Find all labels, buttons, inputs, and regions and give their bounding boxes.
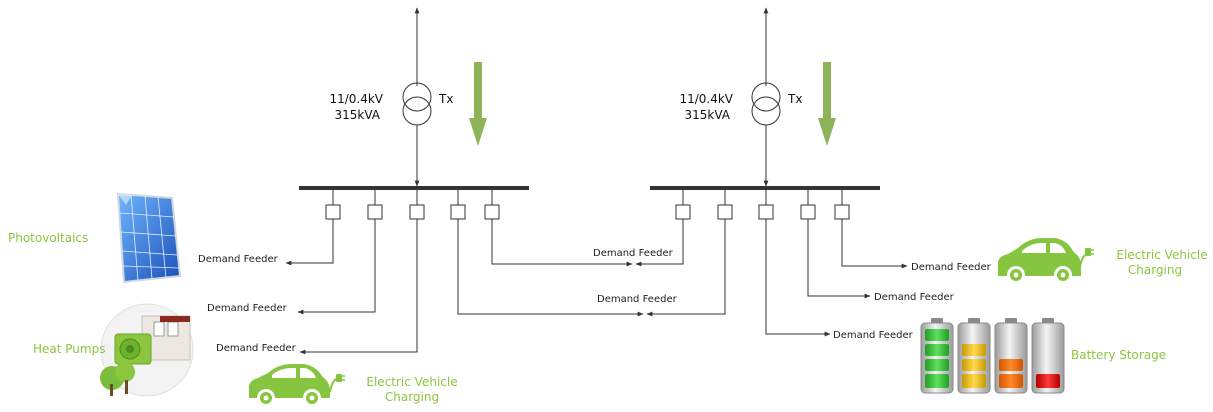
- ev-right-label-line1: Electric Vehicle: [1116, 248, 1207, 262]
- transformer-rating-kva: 315kVA: [334, 108, 380, 122]
- breaker: [834, 204, 850, 220]
- transformer-rating-kv: 11/0.4kV: [329, 92, 383, 106]
- transformer-icon: [402, 82, 432, 126]
- feeder-label: Demand Feeder: [911, 262, 992, 273]
- heat-pumps-label: Heat Pumps: [33, 342, 105, 356]
- feeder-line-left-1: [285, 219, 334, 266]
- feeder-breakers-right: [675, 190, 850, 220]
- breaker: [325, 204, 341, 220]
- ev-left-label-line2: Charging: [385, 390, 439, 404]
- solar-panel-icon: [116, 192, 182, 284]
- interconnector-upper-right: [635, 219, 684, 267]
- substation-right: 11/0.4kV 315kVA Tx Demand Feeder Demand …: [593, 7, 992, 341]
- battery-storage-label: Battery Storage: [1071, 348, 1166, 362]
- electric-car-icon: [249, 364, 345, 407]
- power-flow-arrow-icon: [818, 62, 836, 146]
- heat-pump-icon: [100, 303, 194, 397]
- battery-icon: [920, 318, 1065, 394]
- photovoltaics-label: Photovoltaics: [8, 231, 88, 245]
- breaker: [484, 204, 500, 220]
- transformer-icon: [751, 82, 781, 126]
- feeder-label: Demand Feeder: [216, 343, 297, 354]
- feeder-line-right-1: [841, 219, 908, 269]
- feeder-line-left-3: [299, 219, 418, 355]
- breaker: [675, 204, 691, 220]
- feeder-line-right-3: [765, 219, 831, 337]
- feeder-label: Demand Feeder: [593, 248, 674, 259]
- transformer-label: Tx: [438, 92, 453, 106]
- breaker: [800, 204, 816, 220]
- feeder-label: Demand Feeder: [597, 294, 678, 305]
- feeder-label: Demand Feeder: [833, 330, 914, 341]
- ev-left-label-line1: Electric Vehicle: [366, 375, 457, 389]
- ev-right-label-line2: Charging: [1128, 263, 1182, 277]
- feeder-label: Demand Feeder: [198, 254, 279, 265]
- substation-left: 11/0.4kV 315kVA Tx Demand Feeder Demand …: [198, 7, 644, 355]
- transformer-rating-kva: 315kVA: [684, 108, 730, 122]
- breaker: [717, 204, 733, 220]
- transformer-rating-kv: 11/0.4kV: [679, 92, 733, 106]
- feeder-line-right-2: [807, 219, 871, 299]
- breaker: [758, 204, 774, 220]
- power-flow-arrow-icon: [469, 62, 487, 146]
- feeder-label: Demand Feeder: [874, 292, 955, 303]
- interconnector-lower-right: [646, 219, 726, 317]
- transformer-label: Tx: [787, 92, 802, 106]
- feeder-label: Demand Feeder: [207, 303, 288, 314]
- breaker: [367, 204, 383, 220]
- breaker: [409, 204, 425, 220]
- feeder-breakers-left: [325, 190, 500, 220]
- feeder-line-left-2: [297, 219, 376, 315]
- interconnector-upper-left: [491, 219, 633, 267]
- electric-car-icon: [998, 238, 1094, 284]
- breaker: [450, 204, 466, 220]
- interconnector-lower-left: [457, 219, 644, 317]
